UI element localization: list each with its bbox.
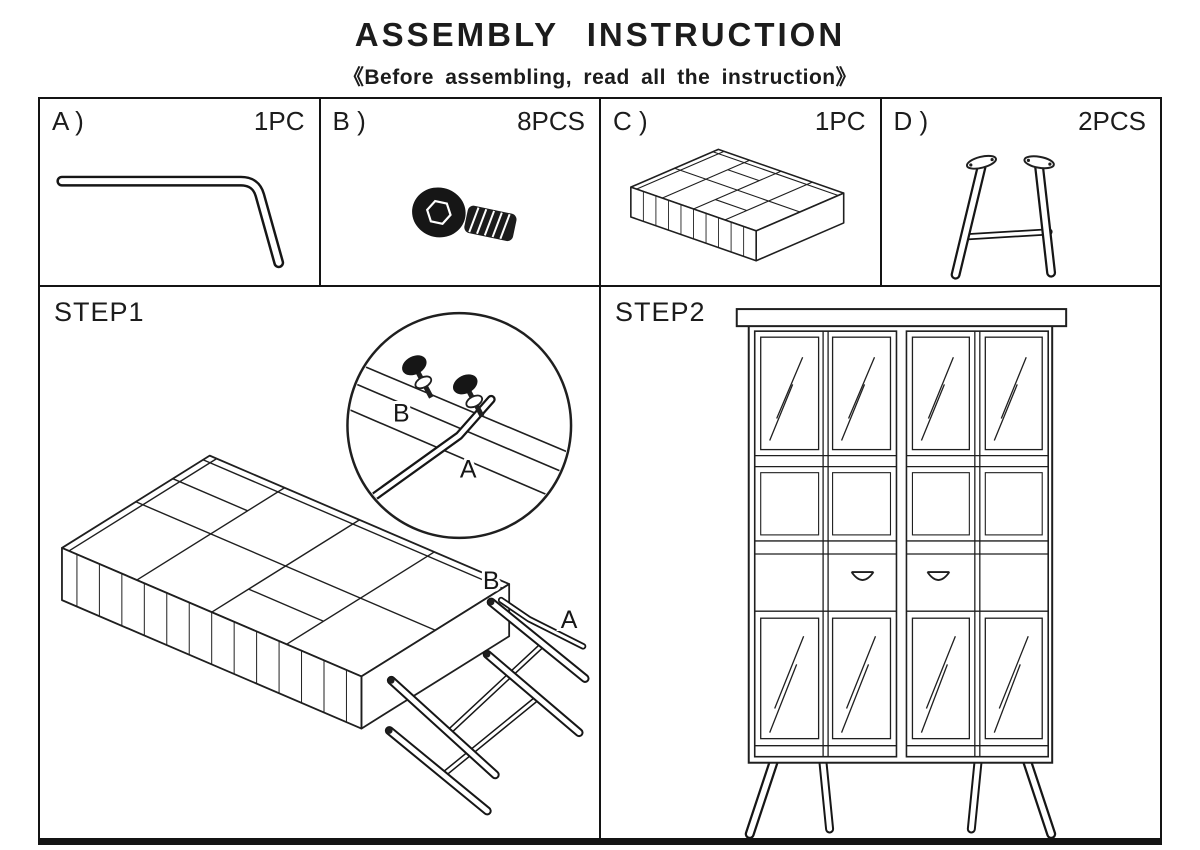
- step1-legs: [384, 597, 590, 816]
- page-title: ASSEMBLY INSTRUCTION: [354, 16, 846, 53]
- page-subtitle: 《Before assembling, read all the instruc…: [342, 66, 858, 89]
- part-cell-b: B ) 8PCS: [321, 99, 601, 285]
- middle-panels: [760, 472, 1043, 536]
- hex-bolt-icon: [411, 187, 517, 242]
- step1-main-bolt-label: B: [483, 567, 500, 595]
- drawer-handles: [850, 571, 951, 581]
- lower-glass-panes: [760, 617, 1043, 740]
- instruction-box: A ) 1PC B ) 8PCS: [38, 97, 1162, 845]
- part-c-qty: 1PC: [814, 106, 866, 136]
- part-d-label: D ): [893, 106, 929, 136]
- part-a-head: A ) 1PC: [40, 99, 319, 137]
- steps-row: STEP1: [40, 287, 1160, 838]
- part-cell-a: A ) 1PC: [40, 99, 321, 285]
- part-a-qty: 1PC: [253, 106, 305, 136]
- part-d-qty: 2PCS: [1078, 106, 1146, 136]
- part-c-label: C ): [613, 106, 648, 136]
- detail-key-label: A: [460, 456, 477, 484]
- part-cell-d: D ) 2PCS: [882, 99, 1161, 285]
- allen-key-icon: [56, 175, 285, 269]
- detail-bolt-label: B: [393, 399, 410, 427]
- leg-assembly-icon: [950, 154, 1056, 280]
- step2-cell: STEP2: [601, 287, 1160, 838]
- parts-row: A ) 1PC B ) 8PCS: [40, 99, 1160, 287]
- top-glass-panes: [760, 336, 1043, 451]
- part-d-head: D ) 2PCS: [882, 99, 1161, 137]
- part-b-head: B ) 8PCS: [321, 99, 600, 137]
- step2-diagram: [735, 308, 1068, 838]
- part-b-qty: 8PCS: [517, 106, 585, 136]
- part-b-label: B ): [332, 106, 366, 136]
- cabinet-carcass-icon: [630, 148, 845, 262]
- step1-diagram: B A: [61, 311, 590, 816]
- magnifier-detail: B A: [346, 311, 573, 540]
- detail-bolts: [402, 355, 485, 418]
- step1-label: STEP1: [54, 297, 145, 327]
- part-cell-c: C ) 1PC: [601, 99, 882, 285]
- step2-label: STEP2: [615, 297, 706, 327]
- part-a-label: A ): [52, 106, 84, 136]
- cabinet-legs: [744, 753, 1057, 838]
- step1-cell: STEP1: [40, 287, 601, 838]
- step2-cabinet: [735, 308, 1068, 764]
- step1-carcass: [61, 454, 511, 730]
- header: ASSEMBLY INSTRUCTION 《Before assembling,…: [0, 16, 1200, 91]
- part-c-head: C ) 1PC: [601, 99, 880, 137]
- step1-main-key-label: A: [561, 606, 578, 634]
- allen-key-main: [497, 596, 587, 650]
